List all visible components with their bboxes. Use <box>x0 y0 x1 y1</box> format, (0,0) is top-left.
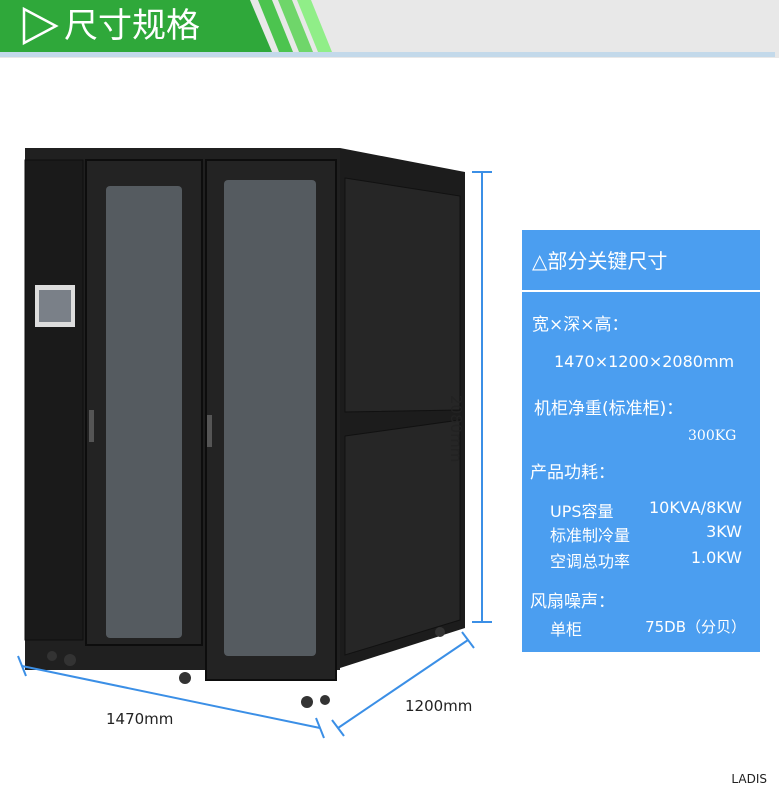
header-underline <box>0 52 775 57</box>
power-row-value: 1.0KW <box>690 548 742 567</box>
section-header: 尺寸规格 <box>0 0 779 58</box>
header-green-bar <box>0 0 272 52</box>
power-row-name: UPS容量 <box>550 502 614 521</box>
depth-dimension-label: 1200mm <box>405 697 473 715</box>
spec-panel: △部分关键尺寸 宽×深×高： 1470×1200×2080mm 机柜净重(标准柜… <box>522 230 760 652</box>
power-label: 产品功耗： <box>530 463 615 483</box>
play-triangle-icon <box>22 6 59 46</box>
weight-value: 300KG <box>688 428 737 444</box>
noise-label: 风扇噪声： <box>530 592 615 612</box>
power-row-name: 空调总功率 <box>550 552 631 571</box>
power-row-name: 标准制冷量 <box>550 526 631 545</box>
power-row-value: 3KW <box>706 522 742 541</box>
power-row-value: 10KVA/8KW <box>648 498 742 517</box>
width-dimension-label: 1470mm <box>106 710 174 728</box>
brand-label: LADIS <box>731 772 767 786</box>
height-dimension-label: 2080mm <box>447 395 465 463</box>
section-title: 尺寸规格 <box>20 6 200 46</box>
noise-row-name: 单柜 <box>550 620 583 639</box>
spec-panel-title: △部分关键尺寸 <box>522 230 760 292</box>
section-title-text: 尺寸规格 <box>64 6 200 46</box>
size-label: 宽×深×高： <box>532 315 629 335</box>
size-value: 1470×1200×2080mm <box>554 352 735 371</box>
weight-label: 机柜净重(标准柜)： <box>534 399 684 419</box>
noise-row-value: 75DB（分贝） <box>645 618 746 636</box>
